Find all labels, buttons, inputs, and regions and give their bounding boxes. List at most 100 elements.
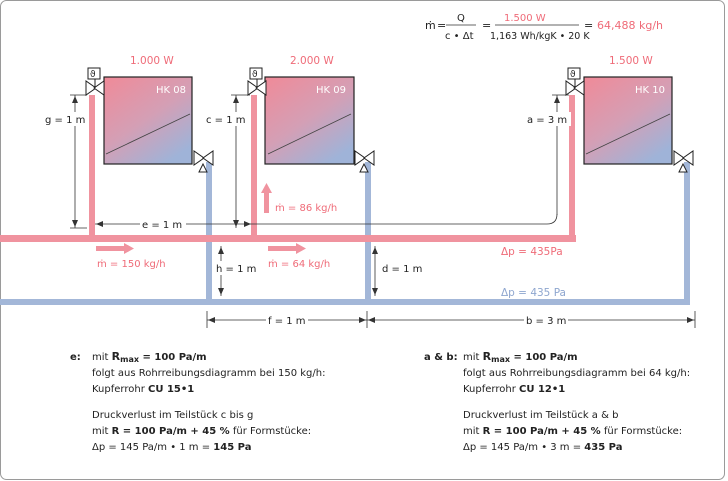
- label-bg-f: [266, 313, 308, 327]
- dim-g-label: g = 1 m: [45, 115, 85, 126]
- label-bg-e: [140, 217, 186, 231]
- valve-triangle-right: [682, 150, 694, 166]
- formula-eq2: =: [482, 19, 491, 32]
- arrow-b-right: [687, 317, 694, 323]
- note-line-6: Δp = 145 Pa/m • 3 m = 435 Pa: [463, 442, 622, 453]
- arrow-a-top: [554, 96, 560, 103]
- formula-num: Q: [457, 13, 465, 24]
- return-riser-hk08: [206, 162, 212, 305]
- formula-result: 64,488 kg/h: [597, 19, 663, 32]
- note-line-1: mit Rmax = 100 Pa/m: [92, 350, 207, 364]
- valve-triangle-bottom: [198, 162, 208, 173]
- radiator-hk08[interactable]: HK 08: [103, 76, 193, 165]
- flow-label-64: ṁ = 64 kg/h: [268, 259, 330, 270]
- radiator-power-hk08: 1.000 W: [130, 55, 174, 67]
- dim-e-curve: [252, 213, 558, 225]
- dim-a-label: a = 3 m: [527, 115, 567, 126]
- return-riser-hk10: [684, 162, 690, 305]
- arrow-e-right: [244, 221, 251, 227]
- return-valve-hk09[interactable]: [354, 150, 375, 173]
- dim-d-label: d = 1 m: [382, 264, 422, 275]
- radiator-body: [583, 76, 673, 165]
- valve-triangle-right: [255, 80, 267, 96]
- arrow-g-top: [72, 96, 78, 103]
- supply-riser-hk09: [251, 95, 257, 242]
- arrow-d-bottom: [372, 288, 378, 295]
- note-line-5: mit R = 100 Pa/m + 45 % für Formstücke:: [92, 426, 311, 437]
- valve-triangle-left: [354, 150, 366, 166]
- flow-arrow-hk09-riser: [261, 183, 272, 213]
- radiator-name: HK 08: [156, 85, 186, 96]
- arrow-head: [261, 183, 272, 193]
- valve-head: [567, 67, 581, 80]
- arrow-h-bottom: [218, 288, 224, 295]
- radiator-power-hk09: 2.000 W: [290, 55, 334, 67]
- radiator-diagonal: [267, 113, 352, 155]
- dimension-arrowheads: [72, 96, 694, 323]
- arrow-head: [296, 243, 306, 254]
- supply-main-left: [0, 235, 94, 242]
- flow-arrow-hk10-branch: [268, 243, 306, 254]
- supply-main-mid: [89, 235, 259, 242]
- formula-den: c • Δt: [445, 31, 474, 42]
- note-line-1: mit Rmax = 100 Pa/m: [463, 350, 578, 364]
- dim-e-label: e = 1 m: [142, 220, 182, 231]
- valve-triangle-bottom: [359, 162, 369, 173]
- dim-f-label: f = 1 m: [268, 316, 306, 327]
- arrow-d-top: [372, 247, 378, 254]
- valve-triangle-left: [193, 150, 205, 166]
- dim-h-label: h = 1 m: [216, 264, 256, 275]
- note-line-2: folgt aus Rohrreibungsdiagramm bei 64 kg…: [463, 368, 690, 379]
- formula-eq3: =: [584, 19, 593, 32]
- arrow-e-left: [96, 221, 103, 227]
- note-line-5: mit R = 100 Pa/m + 45 % für Formstücke:: [463, 426, 682, 437]
- radiator-name: HK 10: [635, 85, 665, 96]
- thermostatic-valve-hk08[interactable]: ϑ: [85, 67, 105, 96]
- thermostatic-valve-hk10[interactable]: ϑ: [565, 67, 585, 96]
- arrow-shaft: [264, 193, 269, 213]
- thermostatic-valve-hk09[interactable]: ϑ: [247, 67, 267, 96]
- arrow-b-left: [368, 317, 375, 323]
- formula-num-val: 1.500 W: [504, 13, 546, 24]
- label-bg-h: [215, 261, 259, 275]
- notes-left: e: mit Rmax = 100 Pa/m folgt aus Rohrrei…: [70, 350, 325, 453]
- valve-triangle-bottom: [678, 162, 688, 173]
- arrow-shaft: [268, 246, 296, 251]
- flow-arrow-main: [96, 243, 134, 254]
- note-line-4: Druckverlust im Teilstück a & b: [463, 410, 618, 421]
- radiator-hk09[interactable]: HK 09: [264, 76, 355, 165]
- arrow-c-top: [233, 96, 239, 103]
- pipe-network: [0, 95, 690, 305]
- note-label: a & b:: [424, 352, 458, 363]
- valve-head: [87, 67, 101, 80]
- radiator-diagonal: [105, 113, 191, 155]
- return-valve-hk08[interactable]: [193, 150, 214, 173]
- valve-triangle-right: [363, 150, 375, 166]
- return-riser-hk09: [365, 162, 371, 305]
- formula-den-val: 1,163 Wh/kgK • 20 K: [490, 31, 590, 42]
- dim-c-label: c = 1 m: [206, 115, 246, 126]
- arrow-c-bottom: [233, 220, 239, 227]
- pressure-supply-label: Δp = 435Pa: [501, 246, 563, 258]
- valve-head: [249, 67, 263, 80]
- notes-right: a & b: mit Rmax = 100 Pa/m folgt aus Roh…: [424, 350, 690, 453]
- note-label: e:: [70, 352, 81, 363]
- label-bg-c: [204, 112, 250, 126]
- arrow-f-right: [359, 317, 366, 323]
- valve-symbol: ϑ: [90, 70, 96, 80]
- radiator-hk10[interactable]: HK 10: [583, 76, 673, 165]
- label-bg-b: [524, 313, 568, 327]
- mass-flow-formula: ṁ = Q c • Δt = 1.500 W 1,163 Wh/kgK • 20…: [425, 13, 663, 42]
- arrow-shaft: [96, 246, 124, 251]
- label-bg-d: [380, 261, 422, 275]
- dimension-labels: g = 1 m c = 1 m a = 3 m e = 1 m h = 1 m …: [43, 112, 571, 327]
- valve-triangle-right: [93, 80, 105, 96]
- radiator-power-hk10: 1.500 W: [609, 55, 653, 67]
- pressure-return-label: Δp = 435 Pa: [501, 287, 566, 299]
- return-valve-hk10[interactable]: [673, 150, 694, 173]
- supply-riser-hk08: [89, 95, 95, 242]
- return-main: [206, 299, 689, 305]
- arrow-f-left: [208, 317, 215, 323]
- formula-lhs: ṁ: [425, 19, 436, 32]
